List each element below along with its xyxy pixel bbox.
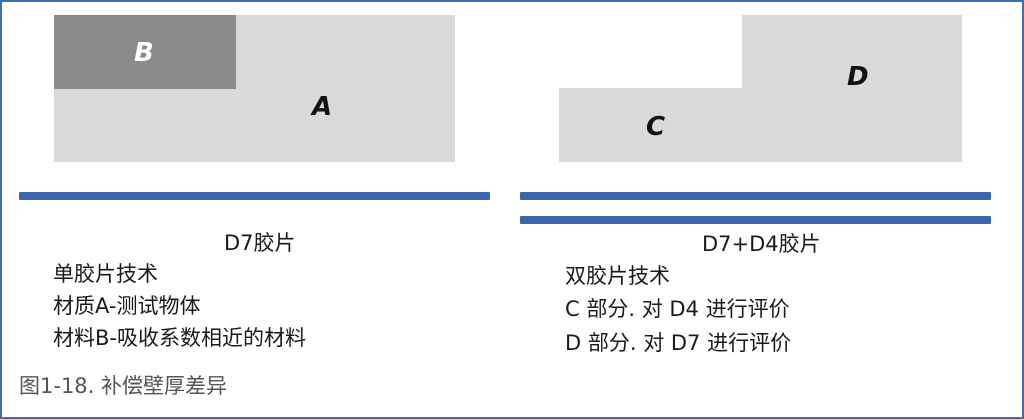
- material-b-block: [54, 15, 236, 89]
- part-d-block: [742, 15, 962, 162]
- part-c-block: [559, 88, 743, 162]
- material-a-description: 材质A-测试物体: [53, 294, 201, 318]
- film-bar-d4: [520, 216, 991, 224]
- part-c-description: C 部分. 对 D4 进行评价: [565, 297, 790, 321]
- film-label-left: D7胶片: [224, 231, 296, 255]
- label-d: D: [847, 62, 869, 92]
- film-label-right: D7+D4胶片: [702, 232, 821, 256]
- film-bar-d7: [520, 192, 991, 200]
- technique-label-left: 单胶片技术: [53, 262, 158, 286]
- part-d-description: D 部分. 对 D7 进行评价: [565, 331, 792, 355]
- label-a: A: [312, 92, 333, 122]
- figure-caption: 图1-18. 补偿壁厚差异: [19, 374, 228, 398]
- label-c: C: [646, 112, 666, 142]
- technique-label-right: 双胶片技术: [565, 264, 670, 288]
- label-b: B: [134, 38, 154, 68]
- material-b-description: 材料B-吸收系数相近的材料: [53, 326, 306, 350]
- film-bar-d7: [19, 192, 490, 200]
